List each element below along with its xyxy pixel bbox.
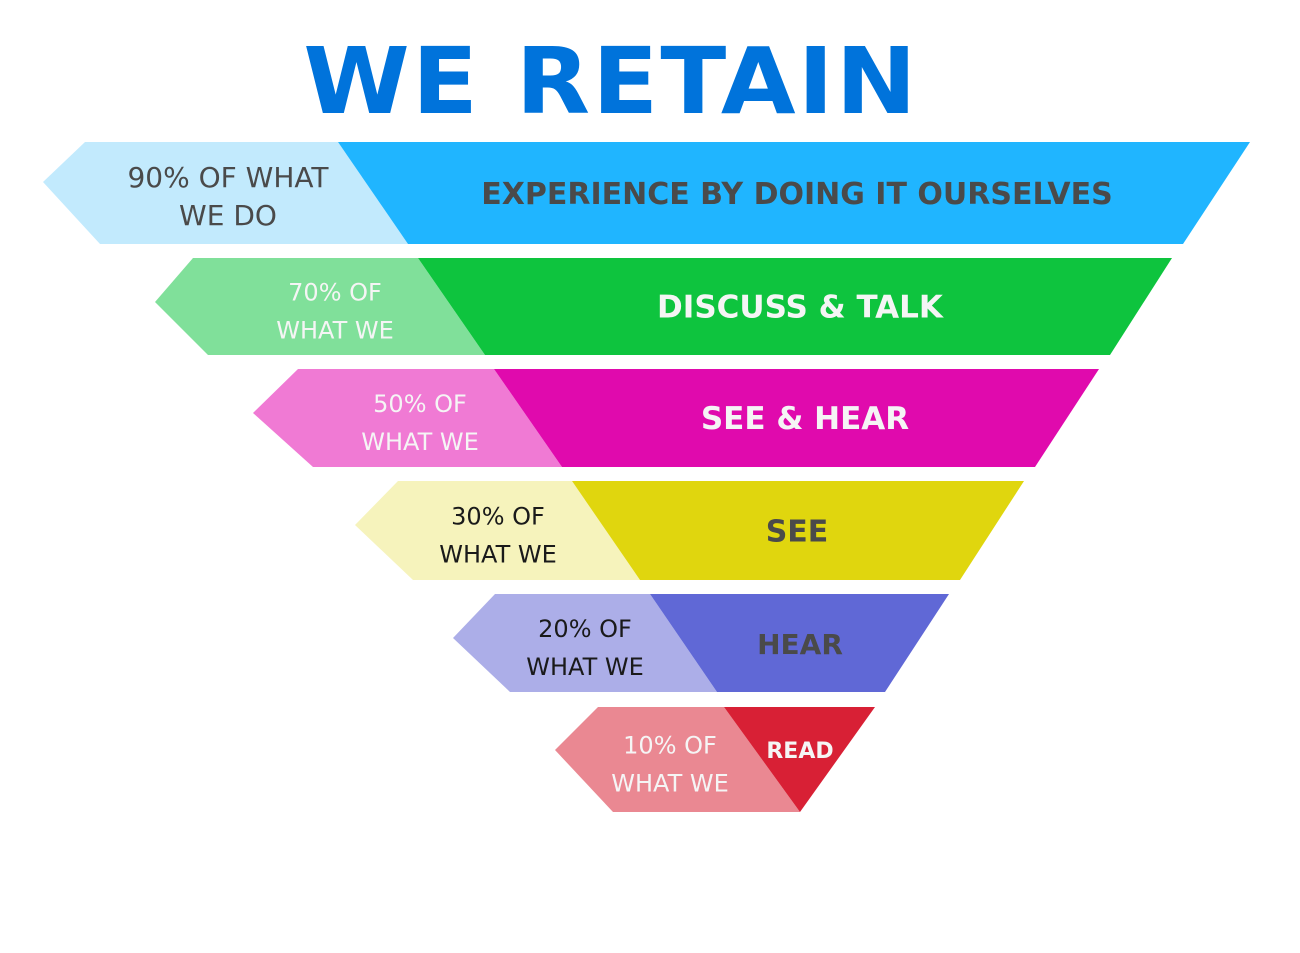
percent-arrow-shape [43,142,408,244]
activity-label: SEE & HEAR [701,401,909,437]
percent-label-line2: WHAT WE [361,428,479,456]
activity-label: DISCUSS & TALK [657,290,944,326]
activity-band-shape [338,142,1250,244]
funnel-level: 10% OF WHAT WE READ [555,707,875,812]
percent-arrow-shape [453,594,717,692]
percent-label-line2: WHAT WE [526,653,644,681]
activity-band-shape [572,481,1024,580]
percent-label-line1: 10% OF [623,732,717,760]
activity-band-shape [494,369,1099,467]
funnel-level: 70% OF WHAT WE DISCUSS & TALK [155,258,1172,355]
percent-arrow-shape [555,707,800,812]
percent-label-line2: WHAT WE [276,317,394,345]
percent-label-line1: 30% OF [451,503,545,531]
percent-arrow-shape [355,481,640,580]
funnel-level: 50% OF WHAT WE SEE & HEAR [253,369,1099,467]
funnel-level: 90% OF WHAT WE DO EXPERIENCE BY DOING IT O… [43,142,1250,244]
activity-label: READ [766,739,833,764]
funnel-level: 20% OF WHAT WE HEAR [453,594,949,692]
percent-label-line2: WE DO [179,199,277,232]
percent-label-line2: WHAT WE [611,770,729,798]
funnel-level: 30% OF WHAT WE SEE [355,481,1024,580]
percent-arrow-shape [155,258,485,355]
activity-band-shape [724,707,875,812]
activity-label: SEE [766,515,829,550]
diagram-title: WE RETAIN [303,28,919,135]
activity-label: HEAR [757,628,843,661]
percent-arrow-shape [253,369,562,467]
percent-label-line1: 90% OF WHAT [127,161,329,194]
percent-label-line2: WHAT WE [439,541,557,569]
activity-band-shape [418,258,1172,355]
percent-label-line1: 20% OF [538,615,632,643]
activity-label: EXPERIENCE BY DOING IT OURSELVES [481,177,1113,212]
activity-band-shape [650,594,949,692]
percent-label-line1: 70% OF [288,279,382,307]
percent-label-line1: 50% OF [373,390,467,418]
